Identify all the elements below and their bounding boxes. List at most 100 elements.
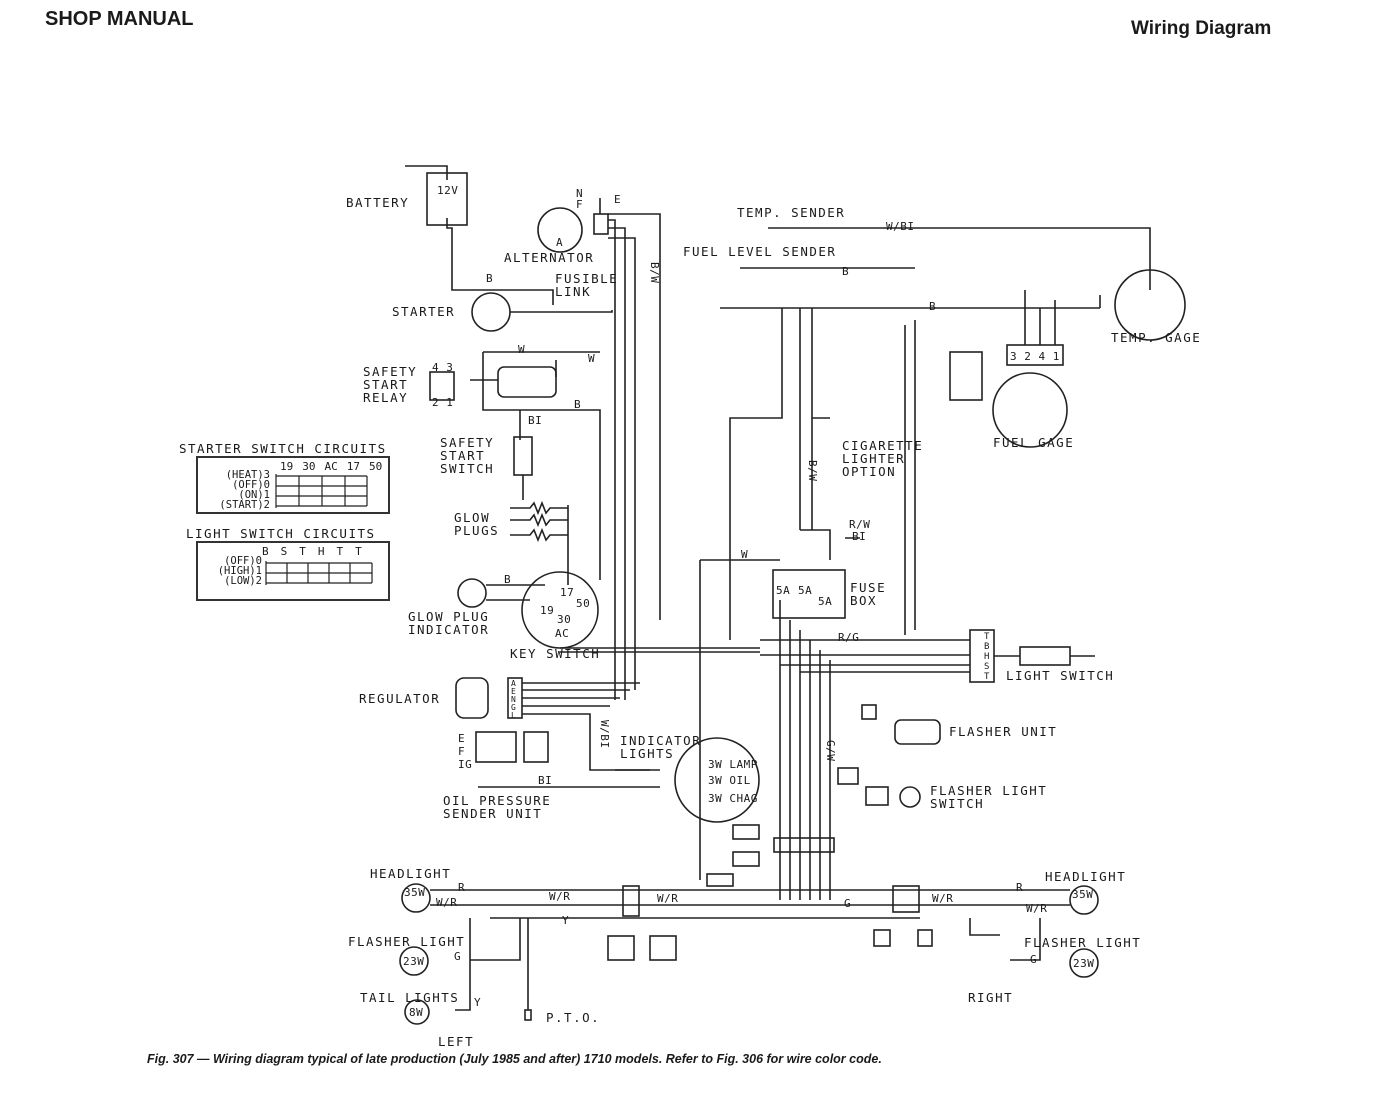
left-flasher-label: FLASHER LIGHT <box>348 934 466 949</box>
flasher-unit-symbol <box>894 719 941 745</box>
right-label: RIGHT <box>968 990 1014 1005</box>
wire-code: W/BI <box>598 720 611 749</box>
alternator-symbol <box>537 207 583 253</box>
temp-gage-label: TEMP. GAGE <box>1111 330 1202 345</box>
wire-code: R/W <box>849 518 871 531</box>
col-header: H <box>317 545 325 558</box>
col-header: T <box>299 545 306 558</box>
wire-code: B <box>574 398 582 411</box>
wire-code: W/R <box>549 890 571 903</box>
wire-code: Y <box>562 914 570 927</box>
glow-indicator-symbol <box>457 578 487 608</box>
left-label: LEFT <box>438 1034 475 1049</box>
key-terminal-50: 50 <box>576 597 591 610</box>
wire-code: R <box>1016 881 1024 894</box>
fusible-link-label: FUSIBLE LINK <box>555 271 619 299</box>
row-label: (START)2 <box>219 499 270 511</box>
charge-lamp-label: 3W CHAG <box>708 792 758 805</box>
wire-code: W/BI <box>886 220 915 233</box>
row-label: (OFF)0 <box>232 479 270 491</box>
wire-code: B <box>842 265 850 278</box>
alt-terminal-n: N <box>576 187 584 200</box>
flasher-unit-label: FLASHER UNIT <box>949 724 1058 739</box>
starter-symbol <box>471 292 511 332</box>
wire-code: B <box>486 272 494 285</box>
row-label: (ON)1 <box>238 489 270 501</box>
tail-light-symbol <box>404 999 430 1025</box>
wire-code: G <box>454 950 462 963</box>
header-left: SHOP MANUAL <box>45 8 194 30</box>
fuel-sender-label: FUEL LEVEL SENDER <box>683 244 837 259</box>
wire-code: B/W <box>648 262 661 284</box>
regulator-terminals: A E N G L <box>511 679 517 720</box>
right-headlight-label: HEADLIGHT <box>1045 869 1127 884</box>
oil-lamp-label: 3W OIL <box>708 774 751 787</box>
alternator-plug <box>593 213 609 235</box>
figure-caption: Fig. 307 — Wiring diagram typical of lat… <box>147 1052 882 1066</box>
left-flasher-watt: 23W <box>403 955 425 968</box>
regulator-label: REGULATOR <box>359 691 441 706</box>
cig-lighter-label: CIGARETTE LIGHTER OPTION <box>842 438 924 479</box>
regulator-symbol <box>455 677 489 719</box>
col-header: T <box>336 545 344 558</box>
relay-plug <box>429 371 455 401</box>
light-switch-label: LIGHT SWITCH <box>1006 668 1115 683</box>
wire-code: R/G <box>838 631 860 644</box>
alt-terminal-a: A <box>556 236 564 249</box>
key-terminal-ac: AC <box>555 627 570 640</box>
starter-switch-grid <box>275 474 368 508</box>
starter-label: STARTER <box>392 304 456 319</box>
relay-pins-top: 4 3 <box>432 361 454 374</box>
oil-sender-label: OIL PRESSURE SENDER UNIT <box>443 793 552 821</box>
flasher-switch-label: FLASHER LIGHT SWITCH <box>930 783 1048 811</box>
alt-terminal-f: F <box>576 198 584 211</box>
light-switch-grid <box>265 561 373 585</box>
tail-watt: 8W <box>409 1006 424 1019</box>
temp-gage-symbol <box>1114 269 1186 341</box>
wire-code: W/R <box>1026 902 1048 915</box>
relay-pins-bottom: 2 1 <box>432 396 454 409</box>
wire-code: BI <box>538 774 553 787</box>
light-switch-circuits-title: LIGHT SWITCH CIRCUITS <box>186 526 376 541</box>
battery-symbol <box>426 172 468 226</box>
pto-label: P.T.O. <box>546 1010 601 1025</box>
left-headlight-watt: 35W <box>404 886 426 899</box>
safety-relay <box>497 366 557 398</box>
light-switch-pins: T B H S T <box>984 632 990 682</box>
wire-code: W <box>741 548 749 561</box>
right-flasher-watt: 23W <box>1073 957 1095 970</box>
glow-plugs-label: GLOW PLUGS <box>454 510 500 538</box>
starter-switch-circuits-table: 19 30 AC 17 50 (HEAT)3 (OFF)0 (ON)1 (STA… <box>196 456 390 514</box>
wire-code: W <box>518 343 526 356</box>
wire-code: BI <box>528 414 543 427</box>
key-terminal-17: 17 <box>560 586 575 599</box>
alternator-label: ALTERNATOR <box>504 250 595 265</box>
left-flasher-symbol <box>399 946 429 976</box>
wire-code: W/R <box>436 896 458 909</box>
header-right: Wiring Diagram <box>1131 18 1272 39</box>
right-headlight-watt: 35W <box>1072 888 1094 901</box>
battery-voltage: 12V <box>437 184 459 197</box>
wire-code: W/R <box>657 892 679 905</box>
wire-code: R <box>458 881 466 894</box>
right-headlight-symbol <box>1069 885 1099 915</box>
left-headlight-symbol <box>401 883 431 913</box>
gage-pins: 3 2 4 1 <box>1010 350 1060 363</box>
col-header: AC <box>324 460 338 473</box>
wire-code: B <box>504 573 512 586</box>
battery-label: BATTERY <box>346 195 410 210</box>
safety-switch-label: SAFETY START SWITCH <box>440 435 495 476</box>
wire-code: G <box>1030 953 1038 966</box>
fuel-gage-label: FUEL GAGE <box>993 435 1075 450</box>
fuse-box-label: FUSE BOX <box>850 580 887 608</box>
tail-lights-label: TAIL LIGHTS <box>360 990 460 1005</box>
indicator-lights-symbol <box>674 737 760 823</box>
fuse-rating-3: 5A <box>818 595 833 608</box>
fuse-rating-2: 5A <box>798 584 813 597</box>
glow-indicator-label: GLOW PLUG INDICATOR <box>408 609 490 637</box>
wire-code: W/R <box>932 892 954 905</box>
lamp-label: 3W LAMP <box>708 758 758 771</box>
wire-code: W <box>588 352 596 365</box>
wire-code: G <box>844 897 852 910</box>
key-terminal-30: 30 <box>557 613 572 626</box>
